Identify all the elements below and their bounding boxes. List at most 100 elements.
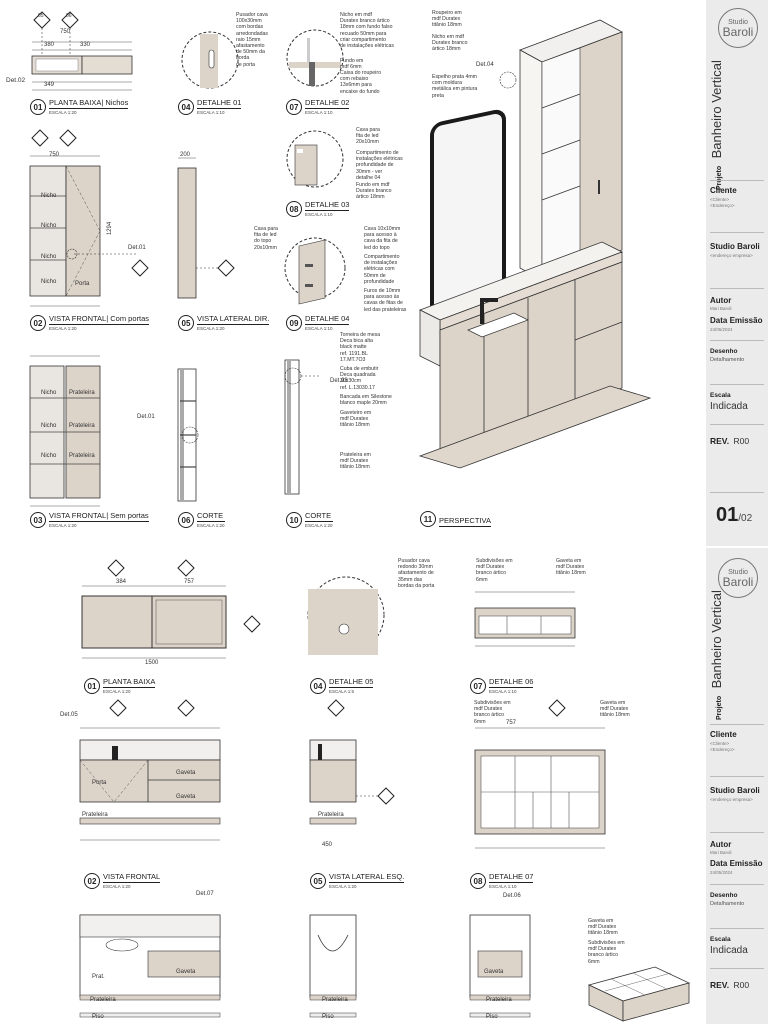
prateleira-1: Prateleira bbox=[69, 390, 95, 396]
page-number: 01/02 bbox=[716, 504, 753, 526]
piso-3: Piso bbox=[486, 1014, 498, 1020]
dim-384: 384 bbox=[116, 579, 127, 585]
piso-2: Piso bbox=[322, 1014, 334, 1020]
note-fundo6: Fundo em mdf 6mm bbox=[340, 58, 364, 71]
note-compartimento: Compartimento de instalações elétricas p… bbox=[356, 150, 403, 181]
revision: REV. R00 bbox=[710, 436, 750, 446]
note-subdiv: Subdivisões em mdf Duratex branco ártico… bbox=[476, 558, 513, 583]
nicho-5: Nicho bbox=[41, 390, 57, 396]
detail-04-drawing bbox=[284, 237, 346, 305]
scale-label: Escala bbox=[710, 392, 731, 399]
section-mark-06: 06 bbox=[66, 13, 72, 19]
date-label-2: Data Emissão bbox=[710, 859, 763, 868]
note-gaveta-3: Gaveta em mdf Duratex titânio 18mm bbox=[588, 918, 618, 937]
drawing-label: Desenho bbox=[710, 348, 738, 355]
note-furos: Furos de 10mm para acesso às cavas de fi… bbox=[364, 288, 407, 313]
note-prateleira-mdf: Prateleira em mdf Duratex titânio 18mm bbox=[340, 452, 371, 471]
perspective-drawing bbox=[418, 19, 652, 469]
revision-2: REV. R00 bbox=[710, 980, 750, 990]
author-label: Autor bbox=[710, 296, 732, 305]
dim-380: 380 bbox=[44, 42, 55, 48]
title-block-sheet-1: Studio Baroli Projeto Banheiro Vertical … bbox=[706, 0, 768, 546]
side-view-left-drawing bbox=[309, 699, 395, 825]
section-06-drawing bbox=[177, 368, 199, 502]
drawing-label-2: Desenho bbox=[710, 892, 738, 899]
author-label-2: Autor bbox=[710, 840, 732, 849]
scale-value-2: Indicada bbox=[710, 945, 748, 956]
note-cava-topo: Cava para fita de led do topo 20x10mm bbox=[254, 226, 278, 251]
note-comp50: Compartimento de instalações elétricas c… bbox=[364, 254, 400, 285]
porta-label: Porta bbox=[75, 281, 90, 287]
detail-02-drawing bbox=[286, 29, 344, 87]
dim-750: 750 bbox=[60, 29, 71, 35]
dim-349: 349 bbox=[44, 82, 55, 88]
client-address: <Endereço> bbox=[710, 203, 735, 208]
detail-03-drawing bbox=[286, 130, 344, 188]
front-view-no-doors-drawing bbox=[29, 355, 101, 507]
section-10-drawing bbox=[284, 359, 319, 495]
studio-label-2: Studio Baroli bbox=[710, 786, 760, 795]
det02-label: Det.02 bbox=[6, 77, 26, 84]
gaveta-2: Gaveta bbox=[176, 794, 196, 800]
studio-logo-2: Studio Baroli bbox=[718, 558, 758, 598]
drawing-value: Detalhamento bbox=[710, 357, 745, 363]
prateleira-label-4: Prateleira bbox=[90, 997, 116, 1003]
gaveta-3: Gaveta bbox=[176, 969, 196, 975]
dim-330: 330 bbox=[80, 42, 91, 48]
client-name: <Cliente> bbox=[710, 197, 730, 202]
studio-label: Studio Baroli bbox=[710, 242, 760, 251]
note-caixa-roupeiro: Caixa do roupeiro com rebaixo 13x6mm par… bbox=[340, 70, 381, 95]
porta-label-2: Porta bbox=[92, 780, 107, 786]
studio-address: <endereço empresa> bbox=[710, 253, 753, 258]
note-bancada: Bancada em Silestone blanco maple 20mm bbox=[340, 394, 392, 407]
det01-label: Det.01 bbox=[128, 245, 146, 251]
note-gaveta-2: Gaveta em mdf Duratex titânio 18mm bbox=[600, 700, 630, 719]
prateleira-3: Prateleira bbox=[69, 453, 95, 459]
view-title-05: 05 VISTA LATERAL DIR.ESCALA 1:20 bbox=[178, 314, 270, 331]
note-gaveta: Gaveta em mdf Duratex titânio 18mm bbox=[556, 558, 586, 577]
dim-1500: 1500 bbox=[145, 660, 159, 666]
bottom-sections-drawing bbox=[79, 914, 531, 1018]
note-torneira: Torneira de mesa Deca bica alta black ma… bbox=[340, 332, 381, 363]
nicho-7: Nicho bbox=[41, 453, 57, 459]
note-roupeiro: Roupeiro em mdf Duratex titânio 18mm bbox=[432, 10, 462, 29]
nicho-6: Nicho bbox=[41, 423, 57, 429]
section-mark-05: 05 bbox=[38, 13, 44, 19]
note-cuba: Cuba de embutir Deca quadrada 30x30cm re… bbox=[340, 366, 379, 391]
plan-vanity-drawing bbox=[81, 559, 261, 659]
prateleira-label-5: Prateleira bbox=[322, 997, 348, 1003]
dim-750b: 750 bbox=[49, 152, 60, 158]
prateleira-label-2: Prateleira bbox=[82, 812, 108, 818]
note-cava-fita: Cava para fita de led 20x10mm bbox=[356, 127, 380, 146]
dim-757: 757 bbox=[184, 579, 195, 585]
det06-label: Det.06 bbox=[503, 893, 521, 899]
gaveta-4: Gaveta bbox=[484, 969, 504, 975]
nicho-4: Nicho bbox=[41, 279, 57, 285]
det03-label: Det.03 bbox=[330, 378, 348, 384]
date-label: Data Emissão bbox=[710, 316, 763, 325]
note-subdiv-2: Subdivisões em mdf Duratex branco ártico… bbox=[474, 700, 511, 725]
scale-value: Indicada bbox=[710, 401, 748, 412]
prat-label: Prat. bbox=[92, 974, 105, 980]
client-label: Cliente bbox=[710, 186, 737, 195]
client-label-2: Cliente bbox=[710, 730, 737, 739]
front-view-vanity-drawing bbox=[79, 699, 221, 841]
project-title-vertical-2: Projeto Banheiro Vertical bbox=[709, 590, 724, 720]
drawer-perspective-drawing bbox=[587, 966, 691, 1022]
det04-label: Det.04 bbox=[476, 62, 494, 68]
det01-label-b: Det.01 bbox=[137, 414, 155, 420]
detail-06-drawing bbox=[474, 591, 576, 647]
note-nicho-branco: Nicho em mdf Duratex branco ártico 18mm bbox=[432, 34, 468, 53]
note-pusador: Pusador cava 100x30mm com bordas arredon… bbox=[236, 12, 269, 68]
note-fundo-branco: Fundo em mdf Duratex branco ártico 18mm bbox=[356, 182, 392, 201]
note-cava10: Cava 10x10mm para acesso à cava da fita … bbox=[364, 226, 401, 251]
dim-200: 200 bbox=[180, 152, 191, 158]
note-subdiv-3: Subdivisões em mdf Duratex branco ártico… bbox=[588, 940, 625, 965]
